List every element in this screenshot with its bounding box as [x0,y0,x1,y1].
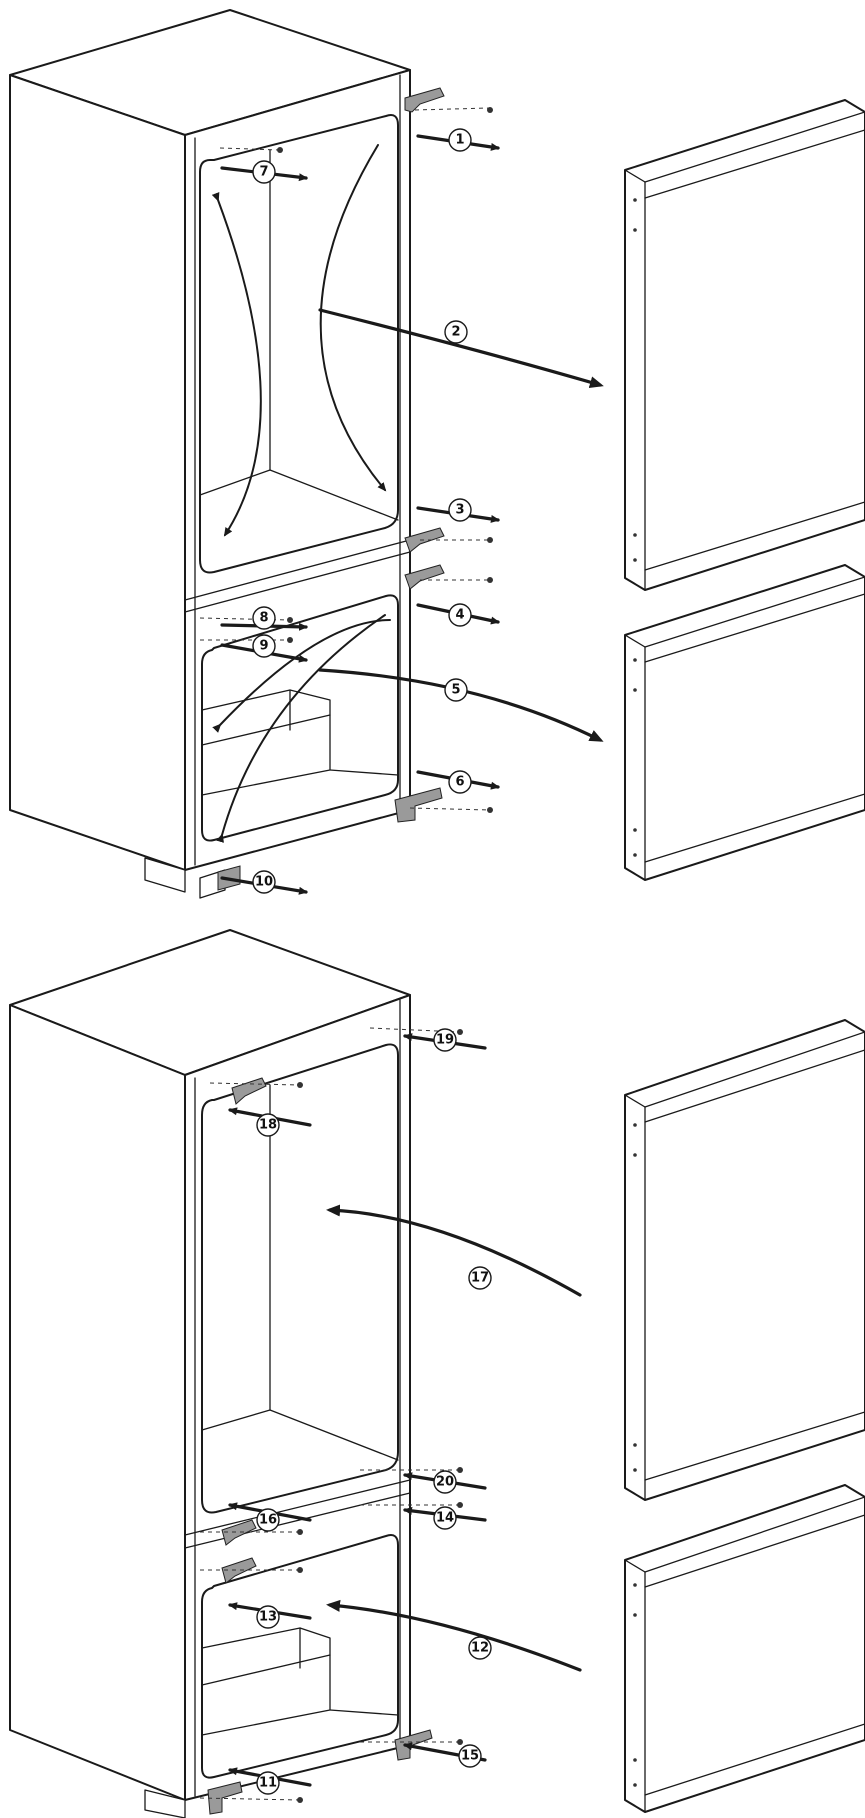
hinges-bottom [199,1027,463,1815]
door-upper-bottom [624,1019,865,1501]
callout-14: 14 [433,1506,457,1530]
svg-text:15: 15 [461,1749,479,1764]
callout-13: 13 [256,1605,280,1629]
svg-text:7: 7 [259,165,268,180]
callout-11: 11 [256,1771,280,1795]
door-upper-top [624,99,865,591]
callout-6: 6 [448,770,472,794]
callout-9: 9 [252,634,276,658]
callout-18: 18 [256,1113,280,1137]
svg-text:6: 6 [455,775,464,790]
reposition-arrows-upper [211,144,391,843]
top-hinge-new [231,1077,267,1105]
callout-10: 10 [252,870,276,894]
bottom-hinge-new [207,1781,243,1815]
middle-hinge-new-upper [221,1519,257,1546]
svg-text:2: 2 [451,325,460,340]
fridge-cabinet-bottom [9,929,411,1818]
callout-7: 7 [252,160,276,184]
svg-text:10: 10 [255,875,273,890]
svg-text:17: 17 [471,1271,489,1286]
svg-text:11: 11 [259,1776,277,1791]
callout-3: 3 [448,498,472,522]
callout-20: 20 [433,1470,457,1494]
door-lower-top [624,564,865,881]
middle-hinge-new-lower [221,1557,257,1584]
svg-text:5: 5 [451,683,460,698]
top-hinge [404,87,445,113]
callout-16: 16 [256,1508,280,1532]
bottom-hinge [394,787,443,823]
svg-text:18: 18 [259,1118,277,1133]
svg-text:14: 14 [436,1511,454,1526]
svg-text:4: 4 [455,608,464,623]
svg-text:20: 20 [436,1475,454,1490]
callout-15: 15 [458,1744,482,1768]
callout-1: 1 [448,128,472,152]
callout-12: 12 [468,1636,492,1660]
middle-hinge-lower [404,564,445,590]
callout-8: 8 [252,606,276,630]
svg-text:3: 3 [455,503,464,518]
fridge-cabinet-top [9,9,411,899]
svg-text:19: 19 [436,1033,454,1048]
svg-text:9: 9 [259,639,268,654]
svg-text:13: 13 [259,1610,277,1625]
svg-text:1: 1 [455,133,464,148]
callout-2: 2 [444,320,468,344]
door-lower-bottom [624,1484,865,1813]
callout-17: 17 [468,1266,492,1290]
svg-text:16: 16 [259,1513,277,1528]
callout-4: 4 [448,603,472,627]
svg-text:12: 12 [471,1641,489,1656]
svg-text:8: 8 [259,611,268,626]
hinges-top [199,87,493,891]
callout-5: 5 [444,678,468,702]
callout-19: 19 [433,1028,457,1052]
